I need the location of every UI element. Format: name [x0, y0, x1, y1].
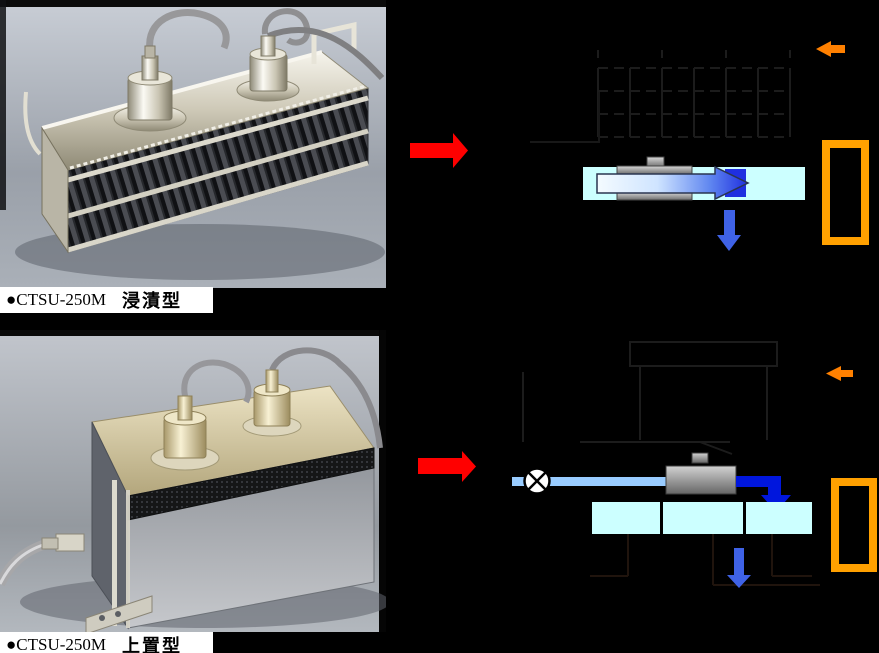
photo-top-mounted-unit [0, 330, 386, 632]
mounting-rod [112, 480, 117, 626]
water-tanks [592, 502, 812, 534]
transducer-neck [177, 395, 193, 421]
bolt [115, 611, 121, 617]
water-hose-highlight [0, 542, 47, 585]
transducer-neck [265, 369, 279, 393]
caption-top-mounted: ●CTSU-250M 上置型 [0, 632, 213, 653]
unit-knob [691, 452, 709, 464]
power-cable [266, 27, 385, 81]
cooling-tower-fill-grid [597, 50, 791, 138]
diagram-immersion-installation [410, 41, 869, 251]
steel-rail [67, 160, 369, 253]
orange-left-arrow [826, 366, 853, 381]
unit-body [665, 465, 737, 495]
transducer-neck [141, 55, 159, 81]
steel-rail [67, 128, 369, 219]
leader-line [530, 92, 600, 143]
transducer-cable [146, 9, 230, 51]
photo-left-edge [0, 0, 6, 210]
caption-immersion-model: ●CTSU-250M [6, 290, 106, 309]
blue-down-arrow [727, 548, 751, 588]
orange-highlight-frame [831, 478, 877, 572]
caption-immersion: ●CTSU-250M 浸漬型 [0, 287, 213, 313]
mounting-rod [126, 490, 130, 628]
bolt [99, 615, 105, 621]
unit-housing-top [616, 165, 693, 175]
red-inflow-arrow [418, 451, 476, 482]
red-inflow-arrow [410, 133, 468, 168]
power-cable [269, 347, 383, 449]
caption-immersion-type: 浸漬型 [122, 291, 182, 312]
right-handle [311, 21, 357, 64]
valve-symbol [523, 467, 551, 495]
pit-outline [590, 534, 820, 586]
perforated-strip [69, 84, 367, 170]
pipe-fitting-nut [55, 533, 85, 552]
cable-gland [144, 45, 156, 59]
ultrasonic-flow-arrow [596, 165, 750, 201]
diagram-top-mounted-installation [418, 341, 877, 588]
steel-rail [67, 95, 369, 183]
transducer-cable [181, 359, 252, 404]
transducer-cable [261, 8, 311, 46]
photo-right-edge [379, 330, 386, 632]
cooling-tower-outline [522, 341, 778, 455]
left-handle [23, 91, 42, 156]
left-end-cap [41, 126, 69, 254]
caption-top-mounted-model: ●CTSU-250M [6, 635, 106, 653]
caption-top-mounted-type: 上置型 [122, 636, 182, 653]
photo-top-edge [0, 0, 386, 7]
transducer-neck [260, 35, 276, 57]
orange-left-arrow [816, 41, 845, 57]
blue-down-arrow [717, 210, 741, 251]
photo-immersion-unit [0, 0, 386, 288]
orange-highlight-frame [822, 140, 869, 245]
supply-pipe [512, 477, 666, 486]
pipe-fitting [41, 537, 59, 550]
photo-top-edge [0, 330, 386, 336]
